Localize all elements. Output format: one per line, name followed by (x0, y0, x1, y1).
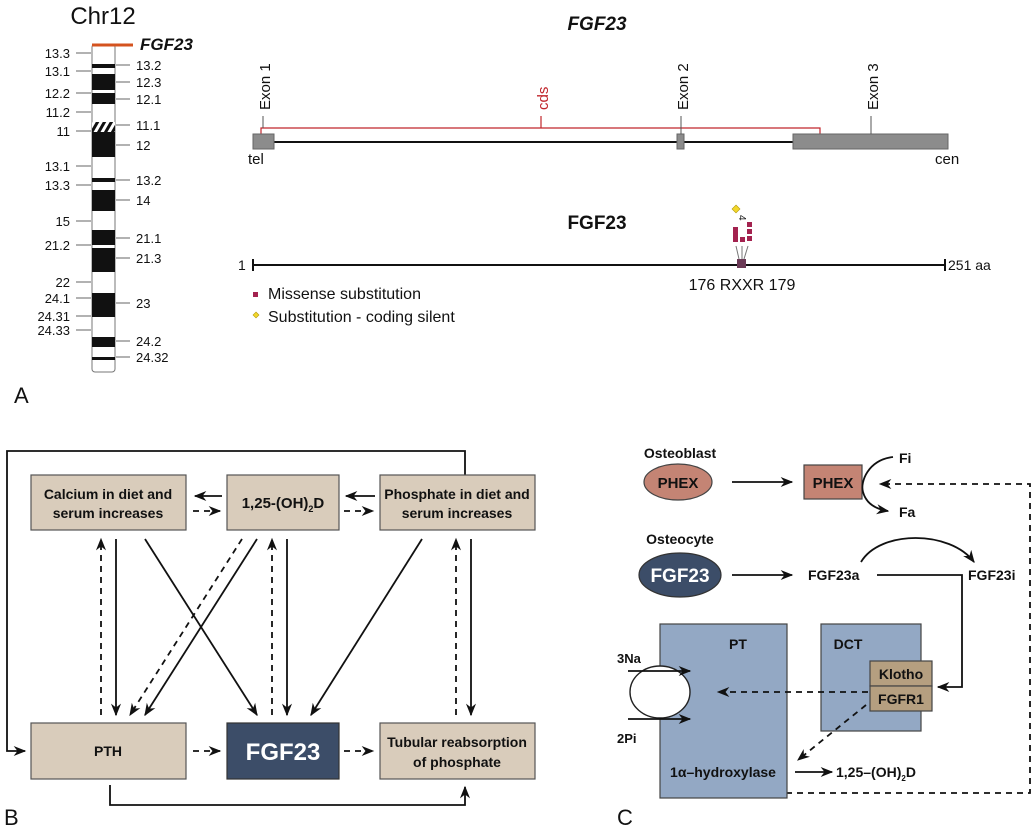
missense-mark (747, 229, 752, 234)
band-label-right: 12.3 (136, 75, 161, 90)
legend-missense-icon (253, 292, 258, 297)
band-label-right: 12.1 (136, 92, 161, 107)
exon-3 (792, 133, 949, 150)
band-label-right: 21.1 (136, 231, 161, 246)
osteoblast-phex-cell (643, 463, 713, 501)
missense-mark (747, 222, 752, 227)
osteoblast-label: Osteoblast (644, 445, 717, 461)
cen-label: cen (935, 151, 959, 168)
fa-label: Fa (899, 504, 916, 520)
node-fgf23 (226, 722, 340, 780)
protein-start: 1 (238, 257, 246, 273)
legend-missense-label: Missense substitution (268, 286, 421, 303)
band-label-left: 11.2 (46, 105, 70, 120)
node-calcium-line1: Calcium in diet and (44, 486, 172, 502)
tel-label: tel (248, 151, 264, 168)
node-phosphate-line2: serum increases (402, 505, 513, 521)
legend-silent-icon (252, 311, 260, 319)
silent-mark (731, 204, 741, 214)
band-label-right: 23 (136, 296, 150, 311)
dct-label: DCT (834, 636, 863, 652)
gene-marker-label: FGF23 (140, 35, 193, 54)
osteocyte-fgf23-label: FGF23 (650, 566, 709, 587)
exon-2-label: Exon 2 (675, 63, 692, 110)
node-calcium-line2: serum increases (53, 505, 164, 521)
node-fgf23-label: FGF23 (246, 739, 321, 766)
exon-2 (676, 133, 685, 150)
band-label-right: 12 (136, 138, 150, 153)
band-label-right: 13.2 (136, 173, 161, 188)
missense-mark (733, 227, 738, 242)
exon-1 (252, 133, 275, 150)
node-phosphate-line1: Phosphate in diet and (384, 486, 529, 502)
missense-mark (747, 236, 752, 241)
klotho-label: Klotho (879, 666, 923, 682)
pi-label: 2Pi (617, 731, 637, 746)
band-label-left: 13.1 (45, 159, 70, 174)
node-phosphate (379, 474, 536, 531)
fgfr1-label: FGFR1 (878, 691, 924, 707)
panel-c-diagram: Osteoblast PHEX PHEX Fi Fa Osteocyte FGF… (617, 445, 1031, 799)
band-label-right: 14 (136, 193, 150, 208)
band-label-left: 13.3 (45, 178, 70, 193)
node-calcium (30, 474, 187, 531)
panel-a-label: A (14, 383, 29, 408)
band-label-left: 24.33 (37, 323, 70, 338)
band-label-left: 13.1 (45, 64, 70, 79)
legend-silent-label: Substitution - coding silent (268, 309, 455, 326)
osteoblast-phex-label: PHEX (658, 475, 699, 492)
fgfr1-box (869, 685, 933, 712)
rxxr-site (737, 259, 746, 268)
panel-c-label: C (617, 805, 633, 830)
chromosome-ideogram: Chr12 FGF23 13.3 13.1 12.2 11.2 11 13.1 13.3 15… (37, 3, 193, 373)
band-label-left: 15 (56, 214, 70, 229)
panel-b-label: B (4, 805, 19, 830)
node-tubular (379, 722, 536, 780)
exon-1-label: Exon 1 (257, 63, 274, 110)
node-tubular-line1: Tubular reabsorption (387, 734, 527, 750)
fi-label: Fi (899, 450, 911, 466)
band-label-right: 24.2 (136, 334, 161, 349)
osteocyte-label: Osteocyte (646, 531, 714, 547)
phex-box-label: PHEX (813, 475, 854, 492)
node-pth (30, 722, 187, 780)
fgf23a-label: FGF23a (808, 567, 860, 583)
band-label-right: 11.1 (136, 118, 160, 133)
node-tubular-line2: of phosphate (413, 754, 501, 770)
band-label-left: 24.31 (37, 309, 70, 324)
band-label-left: 21.2 (45, 238, 70, 253)
na-label: 3Na (617, 651, 642, 666)
band-label-right: 24.32 (136, 350, 169, 365)
band-label-left: 24.1 (45, 291, 70, 306)
protein-title: FGF23 (567, 213, 626, 234)
protein-map: FGF23 1 251 aa 4 176 RXXR 179 Missense s… (238, 204, 991, 326)
vitd-product-label: 1,25–(OH)2D (836, 764, 916, 783)
gene-title: FGF23 (567, 14, 627, 35)
cds-label: cds (535, 87, 552, 110)
rxxr-label: 176 RXXR 179 (689, 277, 796, 294)
node-vitamin-d (226, 474, 340, 531)
pt-label: PT (729, 636, 747, 652)
missense-mark (740, 237, 745, 242)
band-label-left: 12.2 (45, 86, 70, 101)
band-label-left: 13.3 (45, 46, 70, 61)
band-label-right: 21.3 (136, 251, 161, 266)
osteocyte-fgf23-cell (638, 552, 722, 598)
gene-structure: FGF23 cds Exon 1 Exon 2 Exon 3 tel cen (248, 14, 959, 168)
silent-count: 4 (736, 215, 747, 221)
cds-bracket (260, 127, 821, 134)
fgf23i-label: FGF23i (968, 567, 1015, 583)
band-label-right: 13.2 (136, 58, 161, 73)
cotransporter (629, 665, 691, 719)
band-label-left: 11 (57, 124, 71, 139)
hydroxylase-label: 1α–hydroxylase (670, 764, 776, 780)
node-pth-label: PTH (94, 743, 122, 759)
chromosome-title: Chr12 (70, 3, 135, 30)
band-label-left: 22 (56, 275, 70, 290)
node-vitamin-d-label: 1,25-(OH)2D (242, 495, 325, 514)
exon-3-label: Exon 3 (865, 63, 882, 110)
phex-box (803, 464, 863, 500)
protein-end: 251 aa (948, 257, 991, 273)
panel-b-diagram: Calcium in diet and serum increases 1,25… (6, 450, 536, 806)
